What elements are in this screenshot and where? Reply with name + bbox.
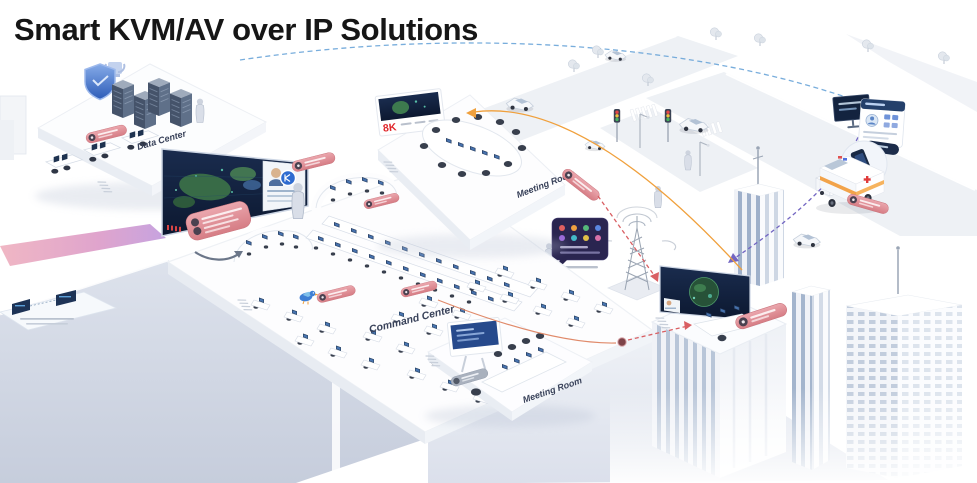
console-row bbox=[305, 229, 523, 312]
telemedicine-panel bbox=[858, 98, 906, 148]
presenter-person bbox=[291, 182, 305, 220]
pedestrian bbox=[684, 149, 692, 171]
server-rack bbox=[169, 88, 193, 128]
connection-node bbox=[617, 337, 627, 347]
chair bbox=[246, 252, 252, 256]
ambulance bbox=[816, 155, 885, 214]
presentation-screen bbox=[446, 317, 503, 357]
wall-stats-bars bbox=[167, 225, 181, 232]
meeting-screen-8k: 8K bbox=[374, 88, 446, 137]
server-rack bbox=[111, 79, 135, 119]
chair bbox=[279, 242, 285, 246]
rooftop-control-room bbox=[650, 265, 789, 355]
left-edge-structures bbox=[0, 95, 166, 266]
fade-overlay bbox=[610, 388, 977, 483]
spire-tower bbox=[733, 146, 785, 286]
connection-line-redorange bbox=[437, 299, 617, 344]
chair bbox=[293, 245, 299, 249]
kvm-logo-glyph bbox=[284, 174, 291, 182]
connection-lines bbox=[437, 108, 867, 347]
chair bbox=[330, 198, 336, 202]
screen-8k-label: 8K bbox=[382, 121, 397, 135]
chair bbox=[364, 189, 370, 193]
schematic-panel bbox=[0, 290, 118, 331]
technician-person bbox=[195, 98, 205, 123]
flow-arrowhead bbox=[234, 251, 243, 258]
connection-line-red bbox=[627, 325, 689, 341]
meeting-table bbox=[481, 351, 567, 393]
rooftop-call-card bbox=[664, 298, 680, 313]
kvm-logo-icon bbox=[279, 169, 297, 187]
connection-line-orange bbox=[473, 110, 743, 271]
chair bbox=[379, 191, 385, 195]
server-rack bbox=[147, 77, 171, 117]
bird-mascot-icon bbox=[299, 290, 319, 305]
pink-ribbon bbox=[0, 224, 166, 266]
screen-stand bbox=[461, 355, 467, 373]
telemedicine-group bbox=[816, 94, 906, 216]
chair bbox=[263, 245, 269, 249]
chair bbox=[347, 192, 353, 196]
page-title: Smart KVM/AV over IP Solutions bbox=[14, 12, 478, 47]
app-bubble-panel bbox=[551, 217, 609, 270]
connection-line-blue bbox=[239, 42, 867, 105]
shield-check bbox=[92, 75, 109, 87]
connection-line-purple bbox=[731, 117, 867, 261]
connection-line-red bbox=[597, 195, 657, 279]
chair bbox=[717, 334, 727, 342]
flow-arrow bbox=[194, 251, 241, 261]
